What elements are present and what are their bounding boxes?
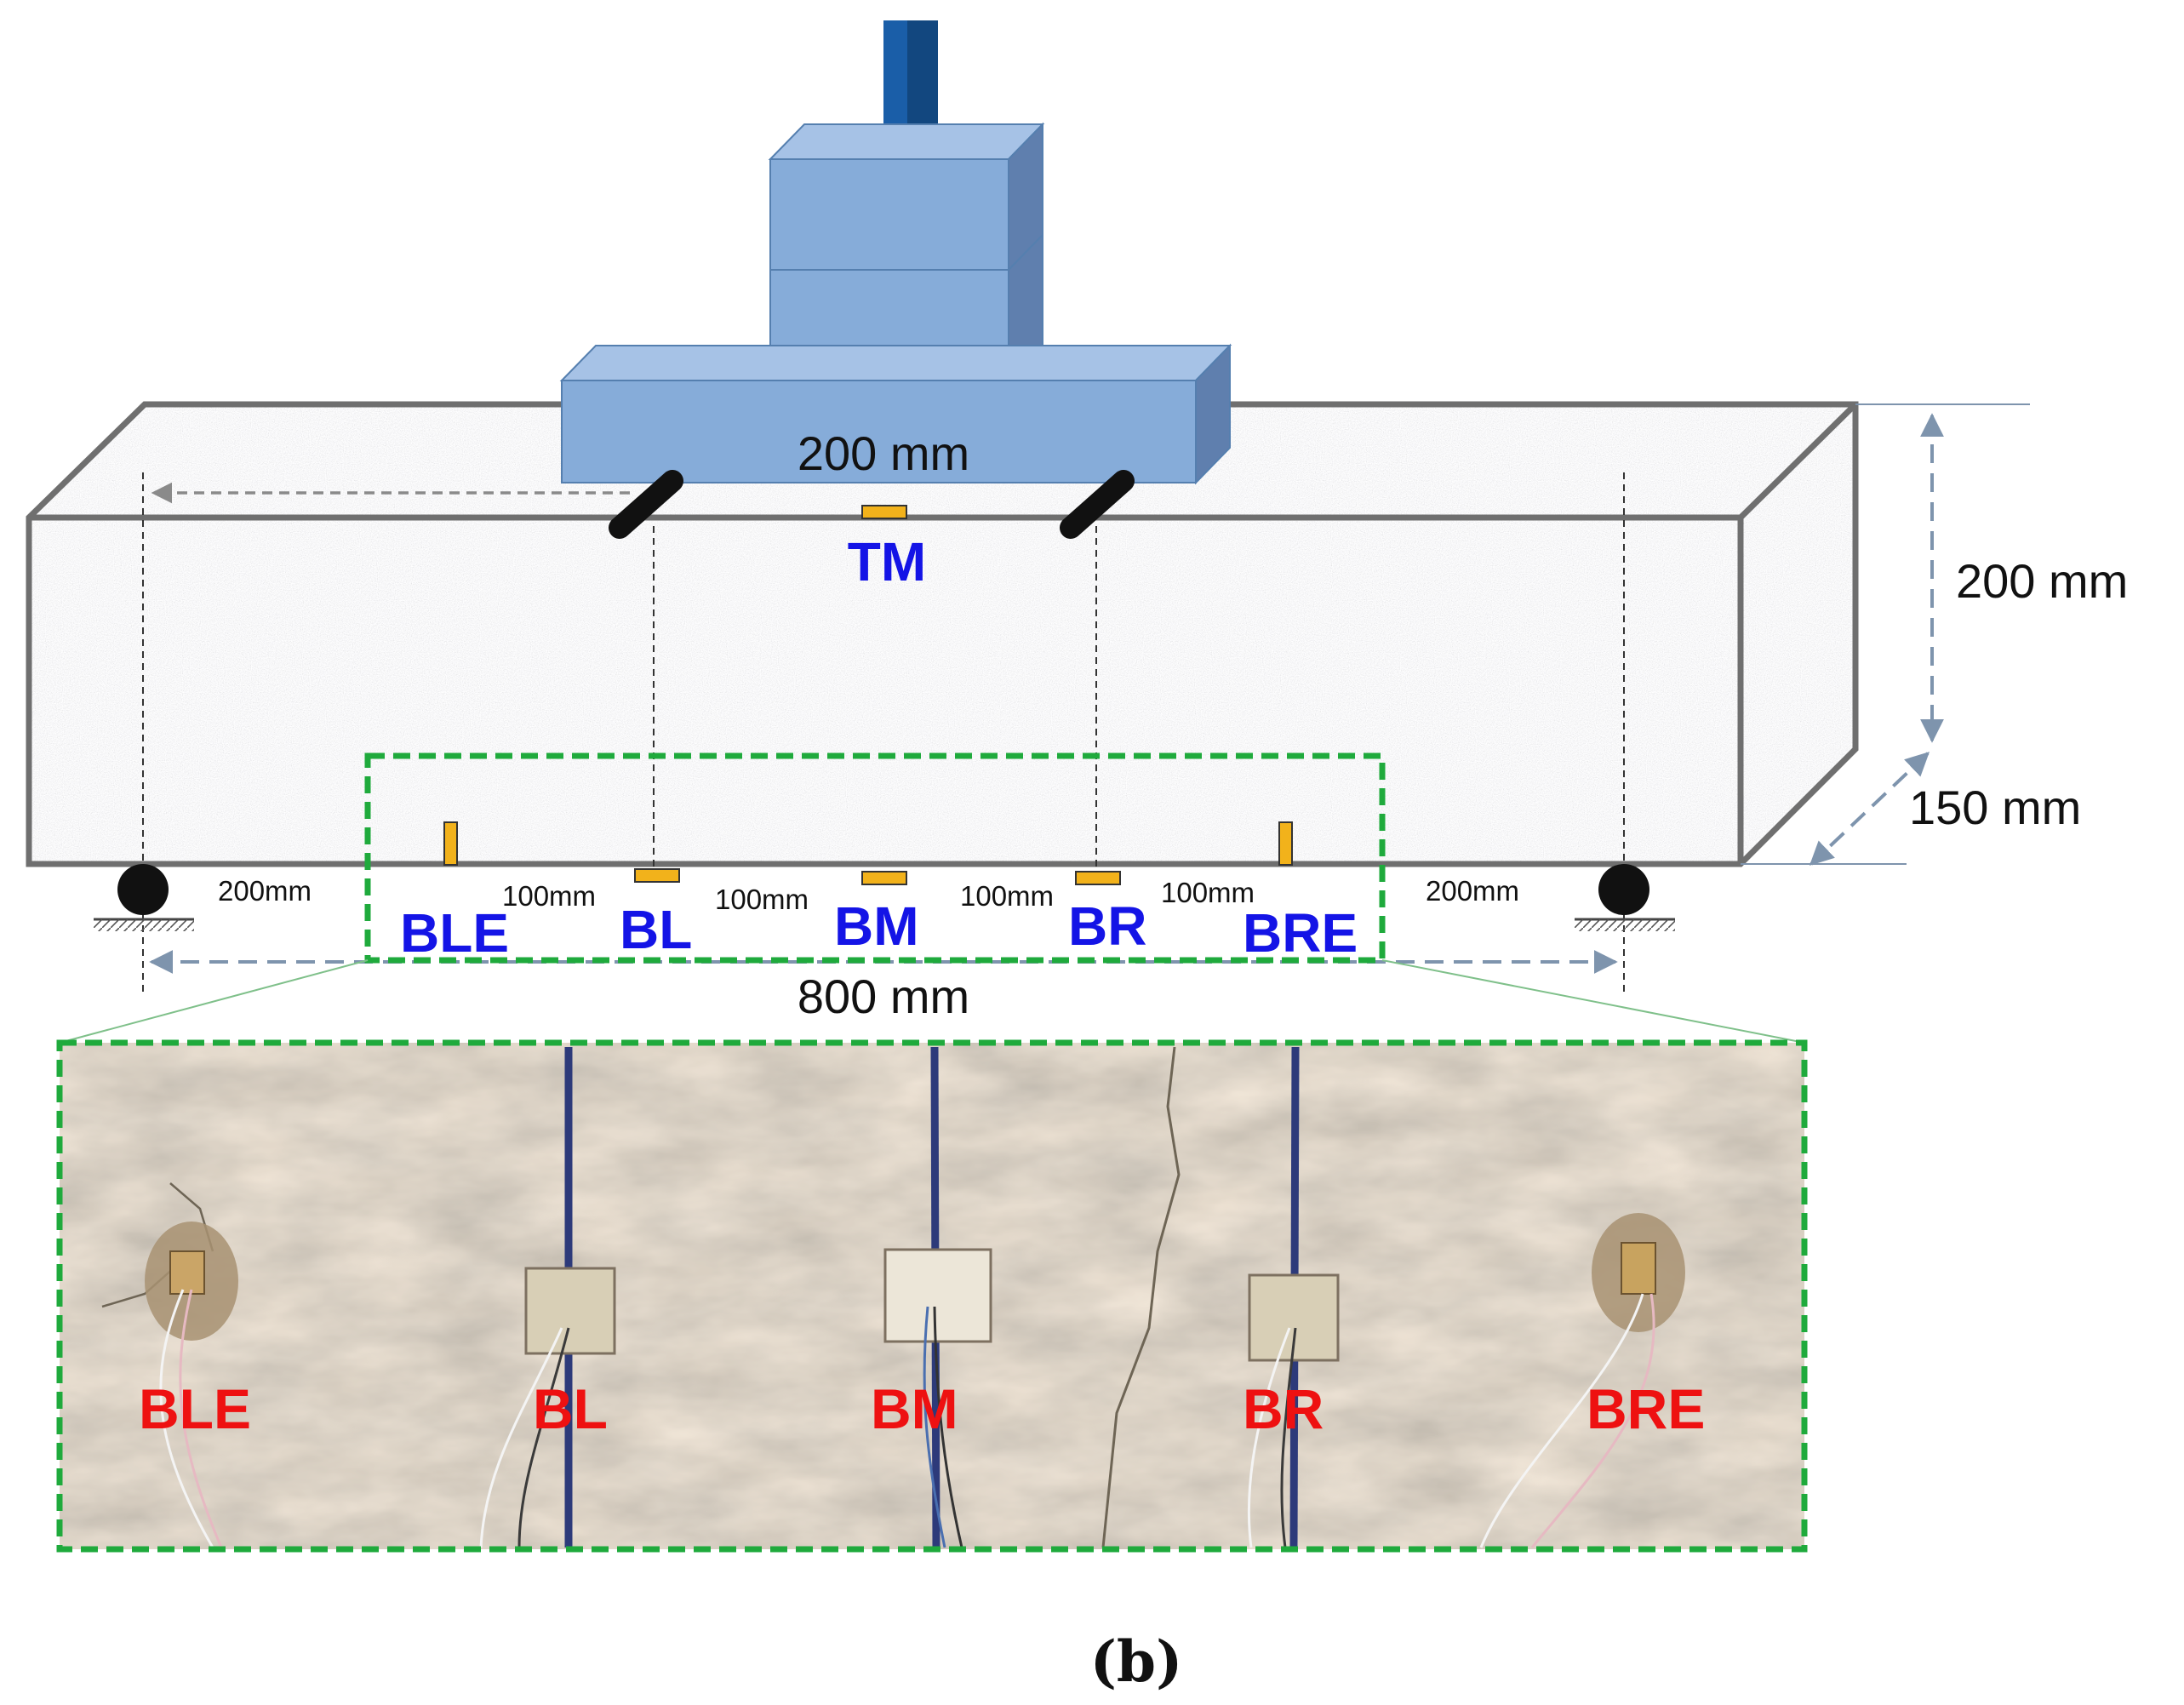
sensor-br: [1075, 871, 1121, 885]
bottom-sensors: [443, 821, 1293, 885]
zoom-connector-right: [1381, 959, 1805, 1044]
sensor-tm: [861, 505, 907, 519]
photo-sensor-bm: [883, 1248, 992, 1343]
photo-wires: [159, 1289, 1655, 1548]
sensor-bl: [634, 868, 680, 883]
beam-right-face: [1741, 404, 1855, 864]
photo-label-bre: BRE: [1587, 1377, 1705, 1440]
spacing-label: 200mm: [218, 875, 312, 907]
photo-sensor-labels: BLE BL BM BR BRE: [139, 1377, 1705, 1440]
sensor-label-br: BR: [1068, 895, 1146, 957]
photo-sensor-bl: [524, 1267, 616, 1355]
concrete-beam: [26, 401, 1859, 867]
projection-lines: [142, 472, 1625, 996]
height-label: 200 mm: [1956, 554, 2128, 608]
sensor-label-bl: BL: [620, 899, 692, 960]
sensor-ble: [443, 821, 458, 866]
sensor-bm: [861, 871, 907, 885]
load-width-label: 200 mm: [798, 426, 969, 480]
figure-caption: (b): [1090, 1628, 1183, 1695]
span-label: 800 mm: [798, 970, 969, 1023]
photo-label-ble: BLE: [139, 1377, 251, 1440]
photo-label-bm: BM: [871, 1377, 958, 1440]
sensor-label-ble: BLE: [400, 902, 509, 964]
sensor-bre: [1278, 821, 1293, 866]
depth-label: 150 mm: [1909, 781, 2081, 834]
beam-front-face: [29, 518, 1741, 864]
sensor-label-bm: BM: [834, 895, 919, 957]
load-roller-right: [1060, 470, 1135, 539]
sensor-photo-panel: BLE BL BM BR BRE: [56, 1039, 1808, 1553]
spacing-label: 100mm: [960, 880, 1054, 912]
photo-sensor-bre: [1592, 1213, 1685, 1332]
depth-dimension: [1809, 752, 1930, 866]
sensor-label-bre: BRE: [1243, 902, 1358, 964]
photo-frame: [56, 1039, 1808, 1553]
spacing-label: 200mm: [1426, 875, 1519, 907]
loading-frame: [559, 20, 1232, 539]
photo-label-bl: BL: [533, 1377, 608, 1440]
load-roller-left: [609, 470, 683, 539]
sensor-label-tm: TM: [848, 531, 926, 592]
zoom-region-box: [364, 752, 1386, 964]
photo-label-br: BR: [1243, 1377, 1324, 1440]
photo-sensor-ble: [145, 1222, 238, 1341]
zoom-connector-left: [59, 959, 369, 1044]
spacing-label: 100mm: [502, 880, 596, 912]
spacing-labels: 200mm 100mm 100mm 100mm 100mm 200mm: [218, 875, 1519, 915]
support-left: [94, 864, 194, 931]
spacing-label: 100mm: [1161, 877, 1255, 908]
support-right: [1575, 864, 1675, 931]
load-block-top: [769, 158, 1009, 271]
spacing-label: 100mm: [715, 884, 809, 915]
load-base-plate: [561, 380, 1197, 483]
photo-crack: [1101, 1046, 1181, 1548]
